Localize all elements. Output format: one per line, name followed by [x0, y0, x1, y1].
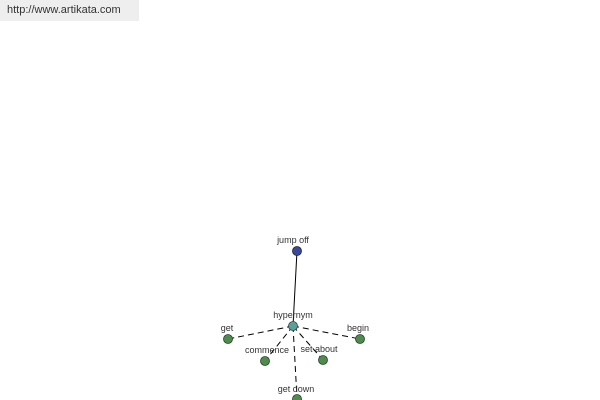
leaf-node-set-about[interactable]	[318, 355, 328, 365]
leaf-node-label: get	[221, 323, 234, 333]
site-link[interactable]: http://www.artikata.com	[0, 0, 139, 21]
edge-root-relation	[292, 250, 298, 327]
edge-relation-get-down	[292, 325, 298, 399]
relation-node-label: hypernym	[273, 310, 313, 320]
leaf-node-get[interactable]	[223, 334, 233, 344]
leaf-node-label: set about	[300, 344, 338, 354]
edge-relation-commence	[264, 325, 294, 362]
leaf-node-label: commence	[245, 345, 289, 355]
leaf-node-label: begin	[347, 323, 369, 333]
edge-relation-begin	[292, 325, 361, 340]
edge-relation-get	[227, 325, 294, 340]
leaf-node-begin[interactable]	[355, 334, 365, 344]
leaf-node-commence[interactable]	[260, 356, 270, 366]
relation-node[interactable]	[288, 321, 298, 331]
leaf-node-label: get down	[278, 384, 315, 394]
leaf-node-get-down[interactable]	[292, 394, 302, 400]
edge-relation-set-about	[292, 325, 324, 361]
root-node[interactable]	[292, 246, 302, 256]
root-node-label: jump off	[276, 235, 309, 245]
